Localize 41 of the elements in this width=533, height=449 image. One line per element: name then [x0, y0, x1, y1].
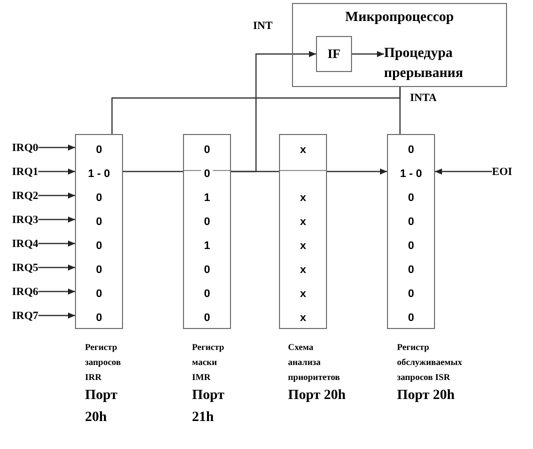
arrow — [38, 312, 75, 319]
register-caption: Регистр маски IMR — [192, 341, 226, 384]
register-caption: Регистр обслуживаемых запросов ISR — [397, 341, 464, 384]
processor-box — [292, 3, 507, 87]
register-caption: Схема анализа приоритетов — [288, 341, 341, 384]
signal-label: IRQ1 — [12, 164, 38, 178]
register-column — [387, 134, 435, 329]
signal-label: IRQ0 — [12, 140, 38, 154]
signal-label: IRQ5 — [12, 260, 38, 274]
signal-label: IRQ3 — [12, 212, 38, 226]
port-label: Порт 20h — [85, 387, 118, 427]
arrow — [38, 264, 75, 271]
arrow — [38, 240, 75, 247]
arrow — [38, 168, 75, 175]
register-caption: Регистр запросов IRR — [85, 341, 122, 384]
connector-line — [399, 87, 401, 134]
arrow — [38, 144, 75, 151]
signal-label: IRQ6 — [12, 284, 38, 298]
edge-label: INTA — [410, 92, 437, 104]
connector-line — [123, 170, 183, 172]
port-label: Порт 20h — [288, 387, 347, 405]
arrow — [435, 168, 492, 175]
edge-label: INT — [253, 20, 273, 32]
port-label: Порт 21h — [192, 387, 226, 427]
signal-label: IRQ2 — [12, 188, 38, 202]
register-column — [279, 134, 327, 329]
register-column — [75, 134, 123, 329]
port-label: Порт 20h — [397, 387, 456, 405]
arrow — [38, 192, 75, 199]
signal-label: IRQ4 — [12, 236, 38, 250]
arrow — [38, 216, 75, 223]
signal-label: EOI — [492, 164, 512, 178]
signal-label: IRQ7 — [12, 308, 38, 322]
arrow — [38, 288, 75, 295]
arrow — [327, 168, 387, 175]
connector-line — [231, 170, 279, 172]
box-heading: Микропроцессор — [345, 10, 454, 26]
procedure-label: Процедура прерывания — [384, 44, 484, 84]
flag-box: IF — [316, 36, 352, 72]
arrow — [352, 50, 384, 58]
register-column — [183, 134, 231, 329]
